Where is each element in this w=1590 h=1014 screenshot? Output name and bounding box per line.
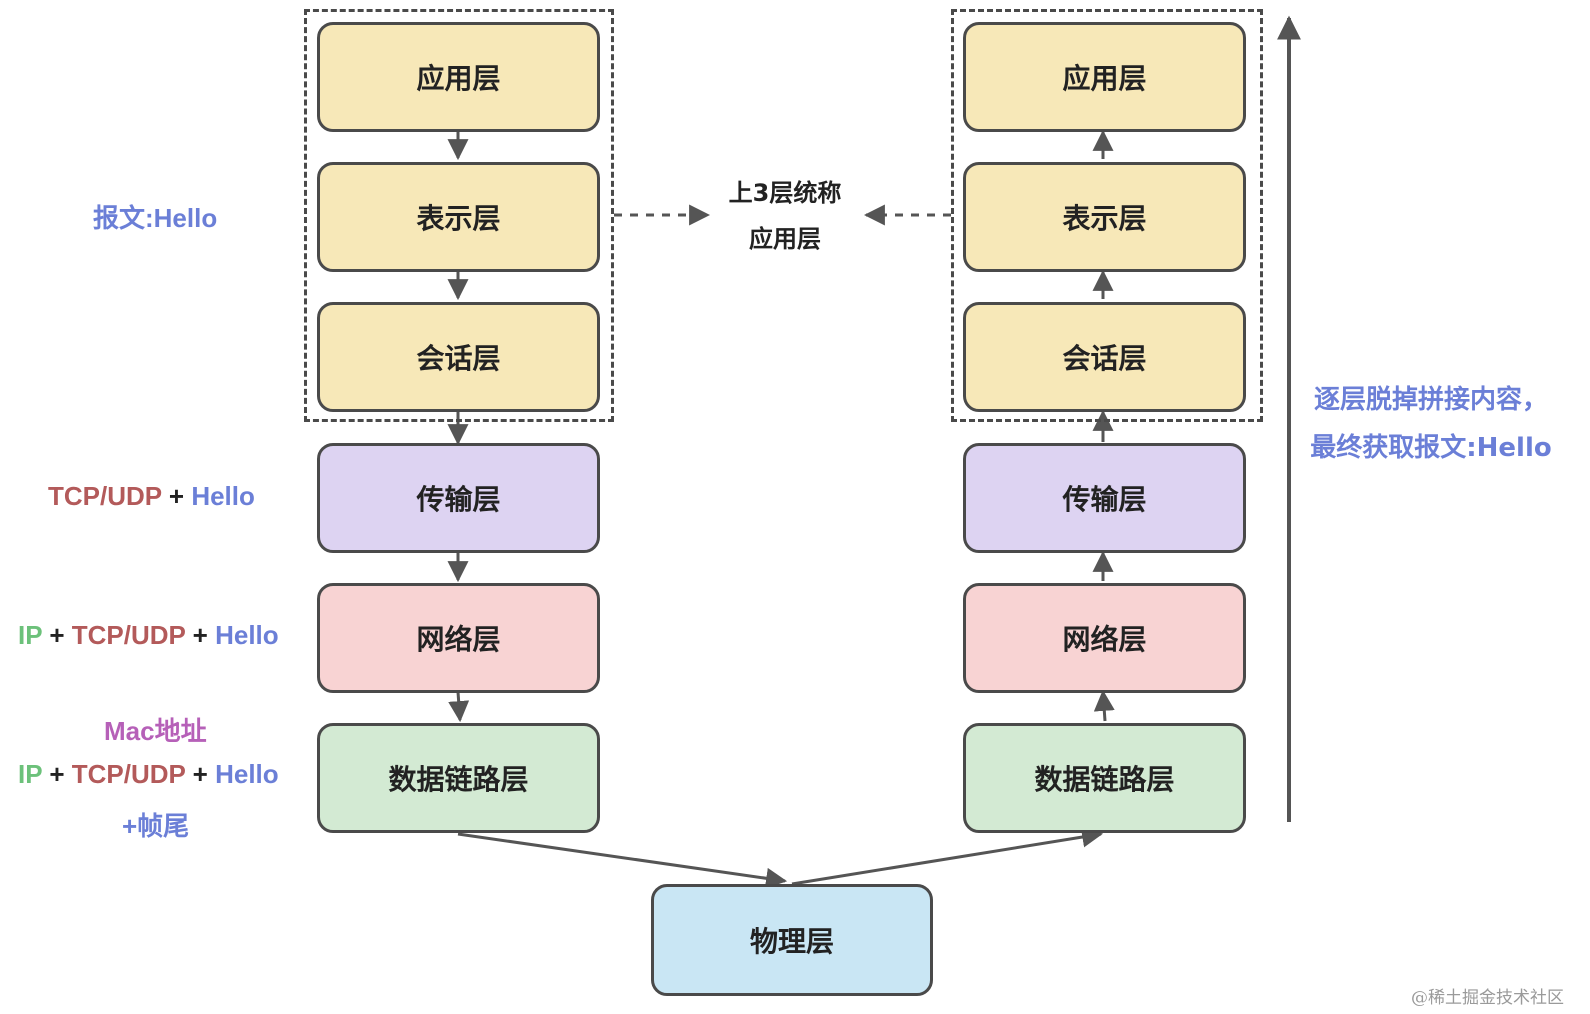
plus-text: + bbox=[192, 620, 208, 650]
right-upper-group-box bbox=[951, 9, 1263, 422]
right-transport-layer: 传输层 bbox=[963, 443, 1246, 553]
hello-text: Hello bbox=[215, 759, 279, 789]
left-datalink-layer: 数据链路层 bbox=[317, 723, 600, 833]
physical-to-right-link-arrow bbox=[791, 826, 1104, 886]
left-link-to-physical-arrow bbox=[457, 832, 788, 889]
left-session-layer: 会话层 bbox=[317, 302, 600, 412]
decapsulation-note-line1: 逐层脱掉拼接内容， bbox=[1313, 385, 1548, 415]
hello-text: Hello bbox=[191, 481, 255, 511]
physical-layer: 物理层 bbox=[651, 884, 933, 996]
plus-text: + bbox=[192, 759, 208, 789]
tcp-udp-text: TCP/UDP bbox=[71, 759, 186, 789]
plus-text: + bbox=[49, 759, 65, 789]
right-datalink-layer: 数据链路层 bbox=[963, 723, 1246, 833]
decapsulation-note: 逐层脱掉拼接内容， 最终获取报文:Hello bbox=[1300, 376, 1562, 472]
tcp-udp-text: TCP/UDP bbox=[48, 481, 162, 511]
message-annotation: 报文:Hello bbox=[93, 203, 218, 233]
left-transport-layer: 传输层 bbox=[317, 443, 600, 553]
network-annotation: IP + TCP/UDP + Hello bbox=[18, 620, 279, 651]
watermark: @稀土掘金技术社区 bbox=[1411, 988, 1564, 1008]
right-arrow-link-to-net bbox=[1093, 689, 1115, 722]
left-upper-group-box bbox=[304, 9, 614, 422]
plus-text: + bbox=[49, 620, 65, 650]
transport-annotation: TCP/UDP + Hello bbox=[48, 481, 255, 512]
ip-text: IP bbox=[18, 759, 43, 789]
tcp-udp-text: TCP/UDP bbox=[71, 620, 186, 650]
left-application-layer: 应用层 bbox=[317, 22, 600, 132]
plus-text: + bbox=[168, 481, 185, 511]
upper-layers-label: 上3层统称 应用层 bbox=[710, 170, 860, 262]
hello-text: Hello bbox=[215, 620, 279, 650]
right-application-layer: 应用层 bbox=[963, 22, 1246, 132]
datalink-annotation: IP + TCP/UDP + Hello bbox=[18, 759, 279, 790]
right-session-layer: 会话层 bbox=[963, 302, 1246, 412]
ip-text: IP bbox=[18, 620, 43, 650]
left-network-layer: 网络层 bbox=[317, 583, 600, 693]
decapsulation-note-line2: 最终获取报文:Hello bbox=[1310, 433, 1552, 463]
left-presentation-layer: 表示层 bbox=[317, 162, 600, 272]
mac-address-annotation: Mac地址 bbox=[104, 716, 207, 746]
upper-layers-label-line1: 上3层统称 bbox=[728, 179, 842, 207]
left-arrow-net-to-link bbox=[448, 691, 470, 723]
right-presentation-layer: 表示层 bbox=[963, 162, 1246, 272]
frame-tail-annotation: +帧尾 bbox=[122, 811, 190, 841]
right-network-layer: 网络层 bbox=[963, 583, 1246, 693]
upper-layers-label-line2: 应用层 bbox=[749, 225, 821, 253]
